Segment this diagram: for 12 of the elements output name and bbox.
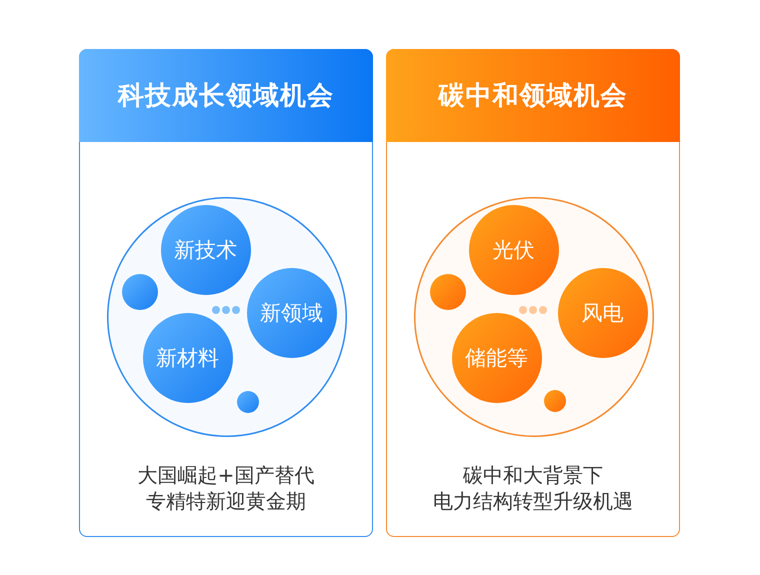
header-band: 科技成长领域机会 [79, 49, 373, 142]
card-description: 大国崛起+国产替代专精特新迎黄金期 [136, 462, 316, 514]
bubble-label: 光伏 [492, 236, 534, 264]
card [79, 49, 373, 537]
card [386, 49, 680, 537]
header-band: 碳中和领域机会 [386, 49, 680, 142]
bubble-label: 新材料 [156, 344, 219, 372]
bubble-label: 风电 [582, 300, 624, 326]
bubble-label: 新领域 [260, 300, 323, 326]
card-description: 碳中和大背景下电力结构转型升级机遇 [432, 462, 634, 514]
bubble-label: 储能等 [465, 344, 528, 372]
bubble-label: 新技术 [174, 236, 237, 264]
